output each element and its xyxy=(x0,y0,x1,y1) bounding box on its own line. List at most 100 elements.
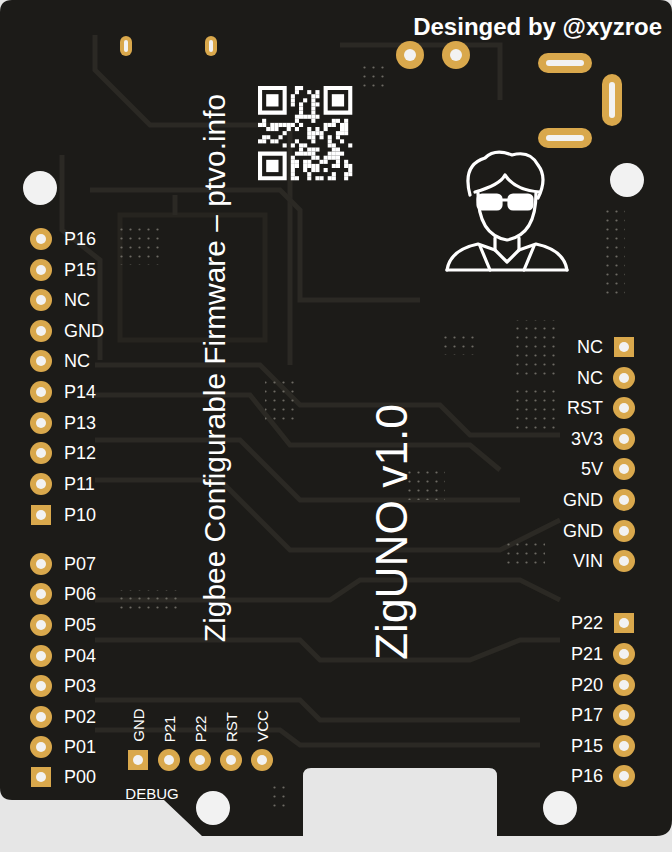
top-pads xyxy=(120,36,622,148)
board-circle xyxy=(619,526,629,536)
board-rect xyxy=(315,168,319,172)
board-rect xyxy=(295,115,299,119)
board-rect xyxy=(307,172,311,176)
board-rect xyxy=(274,127,278,131)
board-rect xyxy=(274,123,278,127)
pin-label: P15 xyxy=(64,261,96,279)
board-rect xyxy=(262,123,266,127)
pin-label: P12 xyxy=(64,444,96,462)
board-rect xyxy=(328,143,332,147)
board-path xyxy=(95,640,560,660)
board-rect xyxy=(295,152,299,156)
board-rect xyxy=(311,135,315,139)
board-rect xyxy=(287,123,291,127)
board-rect xyxy=(291,123,295,127)
pin-label: P16 xyxy=(64,230,96,248)
board-rect xyxy=(320,135,324,139)
board-rect xyxy=(324,123,328,127)
board-rect xyxy=(315,102,319,106)
board-rect xyxy=(307,131,311,135)
board-rect xyxy=(311,148,315,152)
board-path xyxy=(90,190,420,300)
pin-label: P22 xyxy=(571,614,603,632)
board-rect xyxy=(31,505,51,525)
board-rect xyxy=(344,172,348,176)
board-rect xyxy=(614,613,634,633)
board-rect xyxy=(336,164,340,168)
board-circle xyxy=(619,741,629,751)
board-rect xyxy=(311,94,315,98)
debug-pin-label: GND xyxy=(131,709,146,742)
board-rect xyxy=(303,115,307,119)
board-circle xyxy=(30,320,52,342)
debug-pin-label: P21 xyxy=(162,715,177,742)
board-circle xyxy=(613,520,635,542)
pin-label: P14 xyxy=(64,383,96,401)
board-rect xyxy=(311,139,315,143)
copper-traces xyxy=(62,35,560,745)
board-circle xyxy=(30,289,52,311)
board-rect xyxy=(440,330,480,355)
board-rect xyxy=(120,590,180,615)
board-rect xyxy=(340,139,344,143)
board-rect xyxy=(262,139,266,143)
board-rect xyxy=(340,127,344,131)
board-circle xyxy=(30,473,52,495)
board-circle xyxy=(30,228,52,250)
board-rect xyxy=(320,131,324,135)
board-rect xyxy=(299,148,303,152)
board-rect xyxy=(295,90,299,94)
board-rect xyxy=(262,135,266,139)
board-path xyxy=(120,215,265,340)
board-path xyxy=(480,246,534,270)
board-circle xyxy=(450,49,462,61)
board-rect xyxy=(303,98,307,102)
board-circle xyxy=(30,350,52,372)
pin-label: GND xyxy=(563,491,603,509)
board-rect xyxy=(315,94,319,98)
pin-label: P15 xyxy=(571,737,603,755)
board-rect xyxy=(340,123,344,127)
board-rect xyxy=(270,785,290,810)
board-path xyxy=(258,86,287,115)
board-circle xyxy=(30,412,52,434)
pin-label: P21 xyxy=(571,645,603,663)
pin-label: GND xyxy=(64,322,104,340)
board-rect xyxy=(538,53,592,73)
board-circle xyxy=(613,550,635,572)
pin-label: P05 xyxy=(64,616,96,634)
board-rect xyxy=(291,176,295,180)
board-circle xyxy=(619,680,629,690)
board-rect xyxy=(332,152,336,156)
board-circle xyxy=(164,755,174,765)
board-rect xyxy=(258,123,262,127)
board-circle xyxy=(196,791,230,825)
board-path xyxy=(324,86,353,115)
avatar-icon xyxy=(447,152,567,270)
board-rect xyxy=(283,131,287,135)
board-circle xyxy=(158,749,180,771)
board-circle xyxy=(30,706,52,728)
board-rect xyxy=(340,152,344,156)
board-rect xyxy=(291,156,295,160)
board-circle xyxy=(619,556,629,566)
board-rect xyxy=(31,767,51,787)
board-path xyxy=(95,365,560,435)
pin-label: P07 xyxy=(64,555,96,573)
board-rect xyxy=(320,160,324,164)
board-circle xyxy=(619,649,629,659)
board-rect xyxy=(291,98,295,102)
board-path xyxy=(258,152,287,181)
board-path xyxy=(95,440,520,500)
board-rect xyxy=(311,111,315,115)
board-rect xyxy=(328,156,332,160)
board-rect xyxy=(299,102,303,106)
board-circle xyxy=(36,295,46,305)
board-rect xyxy=(311,119,315,123)
board-circle xyxy=(619,771,629,781)
board-rect xyxy=(348,164,352,168)
board-rect xyxy=(299,111,303,115)
board-rect xyxy=(328,152,332,156)
board-circle xyxy=(30,614,52,636)
